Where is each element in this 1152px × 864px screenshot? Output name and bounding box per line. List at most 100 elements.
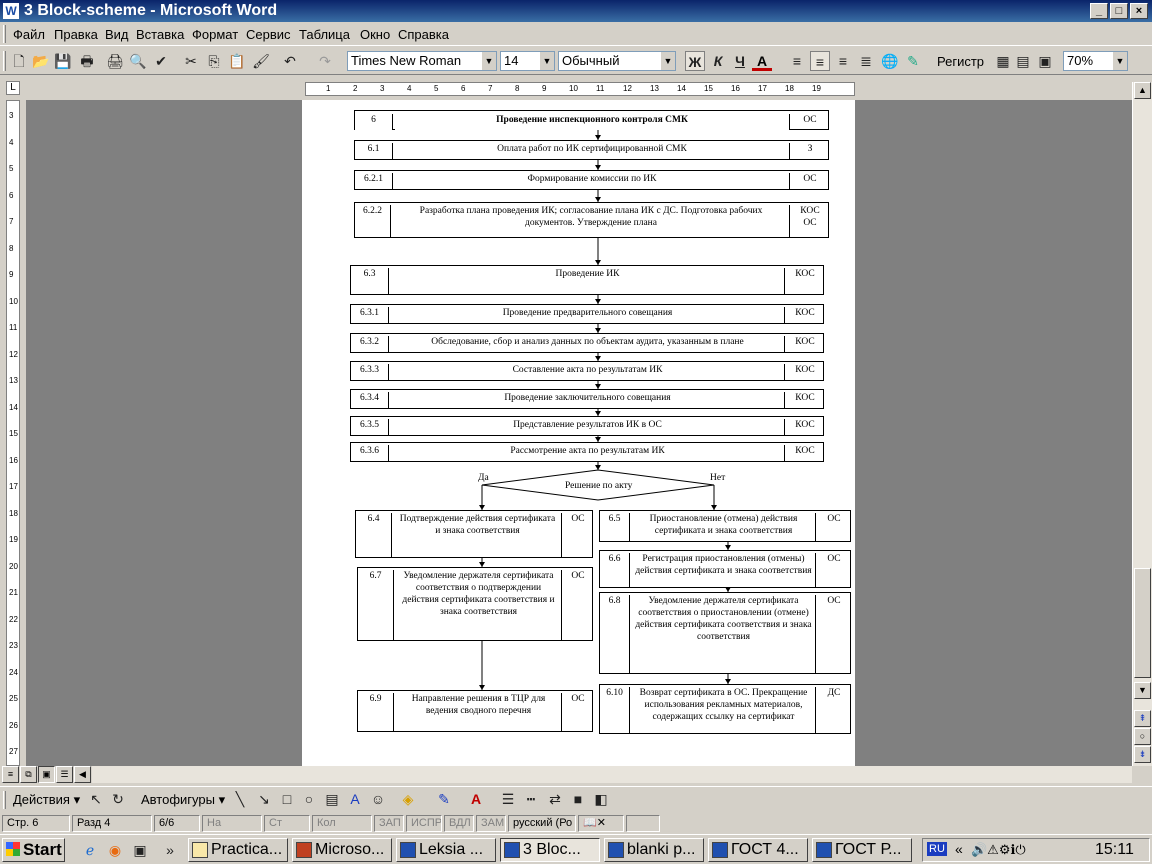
- task-button[interactable]: Leksia ...: [396, 838, 496, 862]
- print-layout-icon[interactable]: ▣: [38, 766, 55, 783]
- fill-color-icon[interactable]: ◈: [402, 791, 414, 807]
- menu-edit[interactable]: Правка: [54, 27, 98, 42]
- task-button[interactable]: blanki p...: [604, 838, 704, 862]
- format-painter-icon[interactable]: 🖌: [252, 53, 270, 69]
- font-select[interactable]: Times New Roman▼: [347, 51, 497, 71]
- copy-icon[interactable]: ⎘: [208, 53, 220, 69]
- open-folder-icon[interactable]: 📂: [32, 53, 50, 69]
- task-button[interactable]: ГОСТ 4...: [708, 838, 808, 862]
- align-left-icon[interactable]: ≡: [792, 53, 802, 69]
- line-icon[interactable]: ╲: [235, 791, 245, 807]
- spelling-status-icon[interactable]: 📖✕: [578, 815, 624, 832]
- table-icon[interactable]: ▤: [1016, 53, 1030, 69]
- print-icon[interactable]: 🖨: [106, 53, 124, 69]
- scroll-up-icon[interactable]: ▲: [1134, 82, 1151, 99]
- task-button[interactable]: Microso...: [292, 838, 392, 862]
- menu-window[interactable]: Окно: [360, 27, 391, 42]
- permission-icon[interactable]: 🖶: [80, 53, 94, 69]
- line-color-icon[interactable]: ✎: [438, 791, 450, 807]
- font-color-button[interactable]: A: [752, 51, 772, 71]
- save-icon[interactable]: 💾: [54, 53, 72, 69]
- status-rec[interactable]: ЗАП: [374, 815, 404, 832]
- 3d-icon[interactable]: ◧: [594, 791, 608, 807]
- menu-format[interactable]: Формат: [192, 27, 239, 42]
- close-button[interactable]: ×: [1130, 3, 1148, 19]
- textbox-icon[interactable]: ▤: [325, 791, 339, 807]
- status-overtype[interactable]: ЗАМ: [476, 815, 506, 832]
- zoom-select[interactable]: 70%▼: [1063, 51, 1128, 71]
- redo-icon[interactable]: ↷: [319, 53, 331, 69]
- previous-page-icon[interactable]: ⇞: [1134, 710, 1151, 727]
- arrow-icon[interactable]: ↘: [258, 791, 270, 807]
- oval-icon[interactable]: ○: [304, 791, 314, 807]
- outline-view-icon[interactable]: ☰: [56, 766, 73, 783]
- scroll-left-icon[interactable]: ◀: [74, 766, 91, 783]
- paste-icon[interactable]: 📋: [228, 53, 246, 69]
- menu-table[interactable]: Таблица: [299, 27, 350, 42]
- toolbar-grip[interactable]: [3, 791, 6, 809]
- vertical-scrollbar[interactable]: ▲ ▼ ⇞ ○ ⇟: [1132, 82, 1152, 766]
- browse-object-icon[interactable]: ○: [1134, 728, 1151, 745]
- start-button[interactable]: Start: [2, 838, 65, 862]
- justify-icon[interactable]: ≣: [860, 53, 872, 69]
- web-icon[interactable]: 🌐: [881, 53, 899, 69]
- italic-button[interactable]: К: [713, 53, 723, 69]
- undo-icon[interactable]: ↶: [284, 53, 296, 69]
- toolbar-grip[interactable]: [3, 51, 6, 71]
- underline-button[interactable]: Ч: [735, 53, 745, 69]
- dash-style-icon[interactable]: ┅: [526, 791, 536, 807]
- register-button[interactable]: Регистр: [937, 54, 985, 69]
- status-extend[interactable]: ВДЛ: [444, 815, 474, 832]
- tray-icons[interactable]: 🔊⚠⚙ℹ⏻: [971, 842, 1026, 857]
- align-right-icon[interactable]: ≡: [838, 53, 848, 69]
- firefox-icon[interactable]: ◉: [108, 842, 122, 858]
- line-style-icon[interactable]: ☰: [501, 791, 515, 807]
- cut-icon[interactable]: ✂: [185, 53, 197, 69]
- task-button-active[interactable]: 3 Bloc...: [500, 838, 600, 862]
- status-track[interactable]: ИСПР: [406, 815, 442, 832]
- tray-expand-icon[interactable]: «: [955, 841, 963, 857]
- toolbar-grip[interactable]: [3, 25, 6, 43]
- print-preview-icon[interactable]: 🔍: [129, 53, 147, 69]
- quick-launch-more-icon[interactable]: »: [166, 842, 174, 858]
- menu-insert[interactable]: Вставка: [136, 27, 185, 42]
- normal-view-icon[interactable]: ≡: [2, 766, 19, 783]
- document-map-icon[interactable]: ▦: [996, 53, 1010, 69]
- menu-view[interactable]: Вид: [105, 27, 129, 42]
- scroll-thumb[interactable]: [1134, 568, 1151, 678]
- actions-menu[interactable]: Действия ▾: [13, 792, 81, 807]
- align-center-icon[interactable]: ≡: [810, 51, 830, 71]
- rotate-icon[interactable]: ↻: [112, 791, 124, 807]
- menu-tools[interactable]: Сервис: [246, 27, 291, 42]
- autoshapes-menu[interactable]: Автофигуры ▾: [141, 792, 226, 807]
- font-size-select[interactable]: 14▼: [500, 51, 555, 71]
- clipart-icon[interactable]: ☺: [370, 791, 386, 807]
- rectangle-icon[interactable]: □: [282, 791, 292, 807]
- excel-icon[interactable]: ▣: [1038, 53, 1052, 69]
- new-document-icon[interactable]: 🗋: [13, 53, 25, 69]
- wordart-icon[interactable]: A: [350, 791, 360, 807]
- highlight-icon[interactable]: ✎: [907, 53, 919, 69]
- arrow-style-icon[interactable]: ⇄: [549, 791, 561, 807]
- menu-help[interactable]: Справка: [398, 27, 449, 42]
- maximize-button[interactable]: □: [1110, 3, 1128, 19]
- tab-selector[interactable]: L: [6, 81, 20, 95]
- task-button[interactable]: Practica...: [188, 838, 288, 862]
- select-objects-icon[interactable]: ↖: [90, 791, 102, 807]
- spelling-icon[interactable]: ✔: [155, 53, 167, 69]
- next-page-icon[interactable]: ⇟: [1134, 746, 1151, 763]
- minimize-button[interactable]: _: [1090, 3, 1108, 19]
- bold-button[interactable]: Ж: [685, 51, 705, 71]
- ie-icon[interactable]: ℯ: [85, 842, 95, 858]
- task-button[interactable]: ГОСТ Р...: [812, 838, 912, 862]
- web-view-icon[interactable]: ⧉: [20, 766, 37, 783]
- style-select[interactable]: Обычный▼: [558, 51, 676, 71]
- scroll-track[interactable]: [92, 766, 1132, 783]
- font-color-icon[interactable]: A: [470, 791, 482, 807]
- language-indicator[interactable]: RU: [927, 842, 947, 856]
- show-desktop-icon[interactable]: ▣: [133, 842, 147, 858]
- scroll-down-icon[interactable]: ▼: [1134, 682, 1151, 699]
